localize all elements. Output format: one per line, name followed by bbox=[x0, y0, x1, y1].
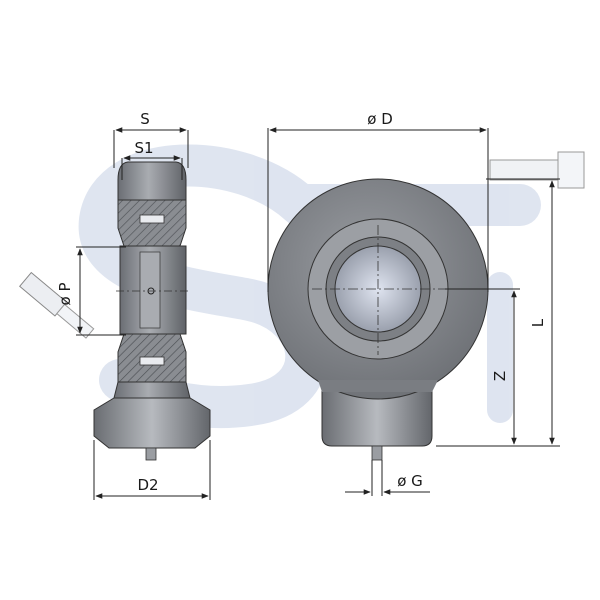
dimension-label-l: L bbox=[529, 318, 547, 327]
dimension-label-d: ø D bbox=[367, 110, 393, 128]
dimension-label-d2: D2 bbox=[137, 476, 158, 494]
dimension-label-z: Z bbox=[491, 371, 509, 381]
dimension-label-p: ø P bbox=[56, 283, 74, 306]
front-view bbox=[267, 178, 489, 461]
dimension-label-s: S bbox=[140, 110, 150, 128]
dimension-lines bbox=[76, 127, 560, 500]
dimension-label-s1: S1 bbox=[134, 139, 153, 157]
grease-nipple-right bbox=[489, 151, 585, 189]
grease-nipple-left bbox=[18, 271, 95, 339]
dimension-label-g: ø G bbox=[397, 472, 423, 490]
side-view bbox=[93, 161, 211, 461]
